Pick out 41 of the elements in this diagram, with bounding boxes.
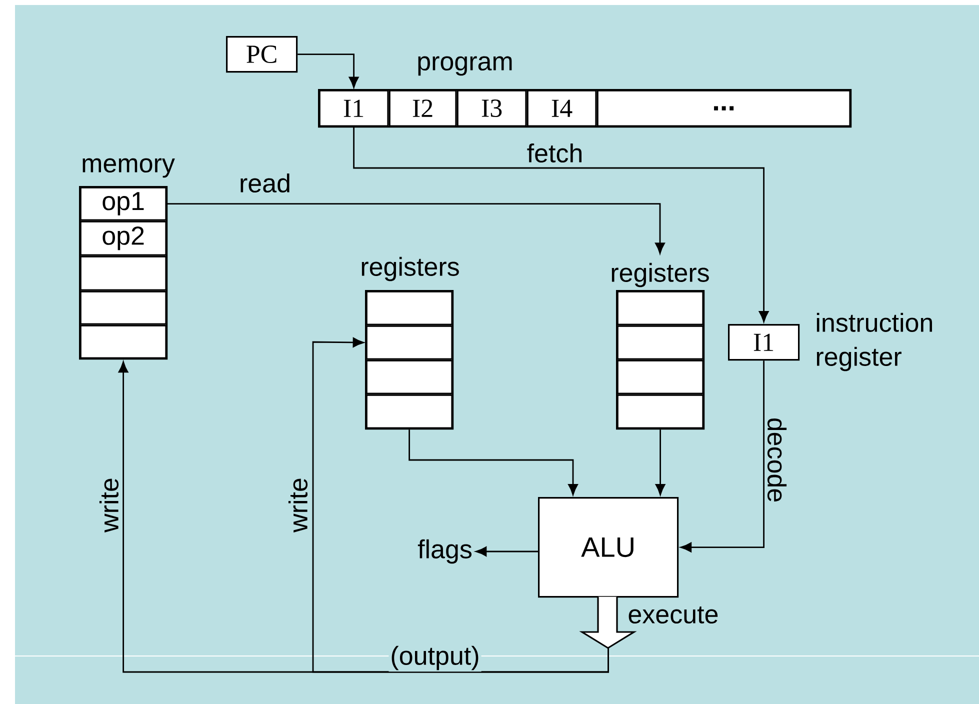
heading: registers (362, 256, 459, 282)
memory-cell: op2 (80, 220, 167, 256)
arrow (680, 360, 764, 552)
memory-cell: op1 (80, 186, 167, 221)
strip-cell: I4 (526, 90, 597, 127)
register-cell (616, 394, 704, 429)
memory-cell (80, 256, 167, 291)
edge-label: decode (766, 416, 788, 504)
flags-text: flags (418, 539, 472, 564)
register-cell (616, 360, 704, 394)
text-label: (output) (388, 644, 482, 672)
text-label: execute (626, 604, 720, 626)
strip-cell: I3 (456, 90, 527, 127)
edge-label: fetch (525, 142, 585, 164)
heading: program (418, 56, 512, 76)
arrow (408, 430, 578, 496)
side-label: instruction register (816, 312, 932, 372)
arrow (655, 430, 666, 496)
register-cell (366, 360, 453, 394)
register-box: I1 (728, 324, 800, 361)
arrow (476, 546, 538, 556)
memory-cell (80, 324, 167, 359)
edge-label: write (98, 476, 120, 534)
heading: registers (612, 262, 709, 288)
alu-box: ALU (538, 497, 679, 598)
edge-label: write (286, 476, 310, 534)
edge-label: read (237, 172, 293, 194)
register-cell (366, 394, 453, 429)
arrow (353, 126, 769, 322)
memory-cell (80, 290, 167, 325)
strip-cell: I2 (388, 90, 457, 127)
strip-cell: I1 (318, 90, 389, 127)
arrow (298, 54, 359, 88)
register-cell (616, 290, 704, 326)
register-cell (616, 325, 704, 360)
register-cell (366, 290, 453, 326)
register-cell (366, 325, 453, 360)
arrow (312, 338, 609, 673)
arrow (166, 203, 665, 254)
register-box: PC (226, 36, 298, 73)
heading: memory (82, 158, 175, 178)
